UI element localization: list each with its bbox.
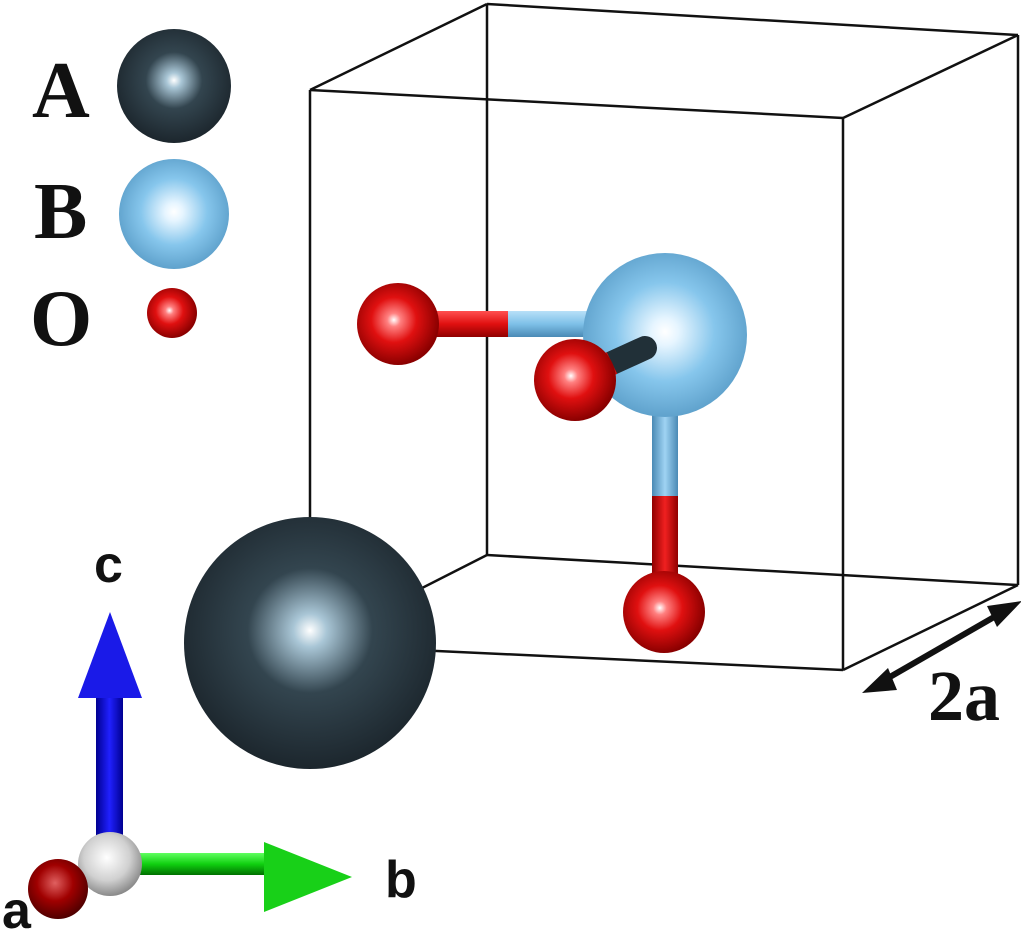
legend-atom-b-icon <box>119 159 229 269</box>
dimension-arrow <box>862 601 1021 693</box>
dimension-label: 2a <box>928 656 1000 736</box>
oxygen-atom-bottom <box>623 571 705 653</box>
b-axis-arrowhead-icon <box>264 842 352 912</box>
axes-indicator: c b a <box>2 536 417 933</box>
a-axis-arrowhead-icon <box>28 859 88 919</box>
b-axis-label: b <box>385 851 417 909</box>
legend-label-a: A <box>32 47 90 135</box>
legend-label-b: B <box>34 168 87 256</box>
c-axis-label: c <box>94 536 123 594</box>
oxygen-atom-front <box>534 339 616 421</box>
a-axis-label: a <box>2 882 32 933</box>
legend-atom-a-icon <box>117 29 231 143</box>
c-axis-arrowhead-icon <box>78 612 142 698</box>
oxygen-atom-left <box>357 283 439 365</box>
b-atom-center <box>583 253 747 417</box>
axes-origin-icon <box>78 832 142 896</box>
legend-label-o: O <box>30 275 92 363</box>
a-atom-corner <box>184 517 436 769</box>
legend-atom-o-icon <box>147 288 197 338</box>
legend: A B O <box>30 29 231 363</box>
b-axis-shaft <box>120 853 268 875</box>
c-axis-shaft <box>96 697 123 850</box>
